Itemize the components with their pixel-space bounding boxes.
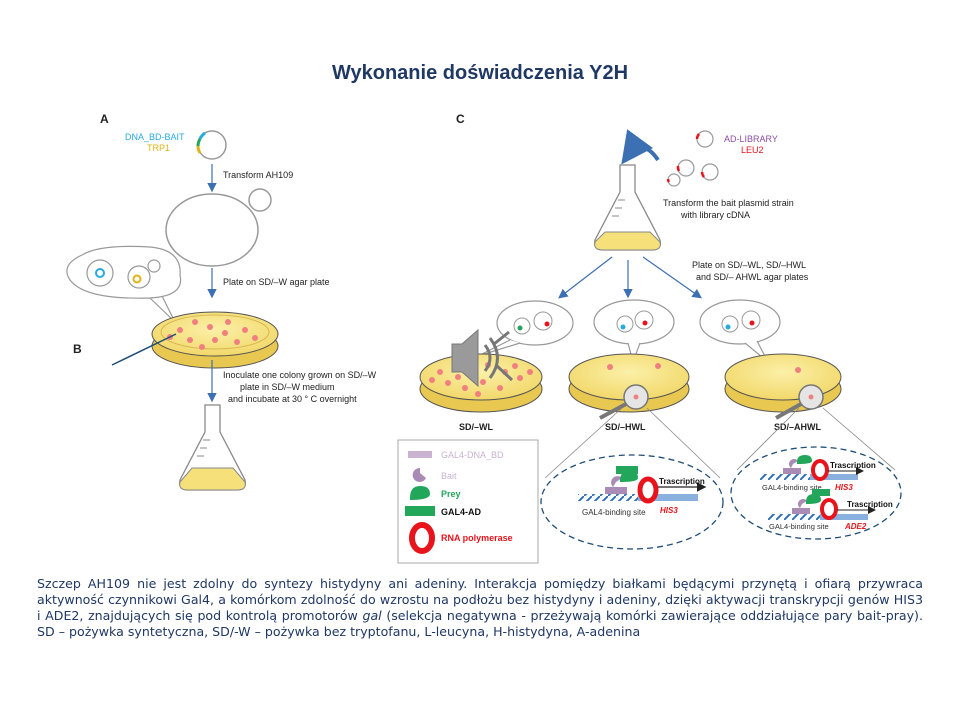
plasmid-bait-marker: TRP1 bbox=[147, 143, 170, 153]
legend-prey: Prey bbox=[441, 489, 461, 499]
step-plate-sd-w: Plate on SD/–W agar plate bbox=[223, 277, 330, 287]
zoom-bubble-a bbox=[66, 245, 182, 323]
step-transform-ah109: Transform AH109 bbox=[223, 170, 293, 180]
legend-gal4-ad: GAL4-AD bbox=[441, 507, 481, 517]
slide-caption: Szczep AH109 nie jest zdolny do syntezy … bbox=[37, 576, 923, 640]
ahwl-binding-site-label-1: GAL4-binding site bbox=[762, 483, 822, 492]
panel-a: A DNA_BD-BAIT TRP1 Transform AH109 Plate… bbox=[66, 112, 377, 491]
colonies-a bbox=[167, 319, 258, 350]
caption-part-1: Szczep AH109 nie jest zdolny do syntezy … bbox=[37, 576, 923, 623]
flask-c-icon bbox=[594, 164, 661, 251]
step-plate-line-2: and SD/– AHWL agar plates bbox=[696, 272, 809, 282]
plasmid-library-marker: LEU2 bbox=[741, 145, 764, 155]
zoom-bubble-wl bbox=[477, 300, 574, 357]
plasmid-library-name: AD-LIBRARY bbox=[724, 134, 778, 144]
ahwl-gene-label-2: ADE2 bbox=[844, 522, 867, 531]
hwl-binding-site-label: GAL4-binding site bbox=[582, 508, 646, 517]
hwl-transcription-label: Trascription bbox=[659, 477, 705, 486]
panel-c-label: C bbox=[456, 112, 465, 126]
curved-arrow-icon bbox=[621, 129, 660, 165]
plasmid-bait-name: DNA_BD-BAIT bbox=[125, 132, 185, 142]
panel-c: C AD-LIBRARY LEU2 bbox=[397, 112, 902, 564]
ahwl-gene-label-1: HIS3 bbox=[835, 483, 853, 492]
zoom-bubble-ahwl bbox=[699, 299, 781, 363]
ahwl-transcription-label-2: Trascription bbox=[847, 500, 893, 509]
caption-part-italic: gal bbox=[362, 608, 382, 623]
hwl-gene-label: HIS3 bbox=[660, 506, 678, 515]
legend-box: GAL4-DNA_BD Bait Prey GAL4-AD RNA polyme… bbox=[397, 439, 539, 564]
ahwl-transcription-label-1: Trascription bbox=[830, 461, 876, 470]
zoom-ahwl-mechanism: Trascription GAL4-binding site HIS3 Tras… bbox=[730, 446, 902, 540]
legend-gal4-dna-bd: GAL4-DNA_BD bbox=[441, 450, 504, 460]
plasmid-bait-icon bbox=[196, 130, 227, 160]
step-inoculate-line-1: Inoculate one colony grown on SD/–W bbox=[223, 370, 377, 380]
panel-b-label: B bbox=[73, 342, 82, 356]
petri-dish-sd-w bbox=[151, 311, 279, 369]
library-plasmids-icon bbox=[666, 130, 719, 187]
legend-bait: Bait bbox=[441, 471, 457, 481]
legend-rna-polymerase: RNA polymerase bbox=[441, 533, 513, 543]
petri-dish-sd-hwl bbox=[568, 353, 690, 420]
flask-a-icon bbox=[179, 404, 246, 491]
caption-part-2: (selekcja negatywna - przeżywają komórki… bbox=[37, 608, 923, 639]
plate-label-sd-wl: SD/–WL bbox=[459, 422, 494, 432]
slide-title: Wykonanie doświadczenia Y2H bbox=[331, 62, 629, 84]
panel-a-label: A bbox=[100, 112, 109, 126]
step-inoculate-line-2: plate in SD/–W medium bbox=[240, 382, 335, 392]
zoom-bubble-hwl bbox=[593, 299, 675, 364]
step-transform-library-line-2: with library cDNA bbox=[680, 210, 750, 220]
ahwl-binding-site-label-2: GAL4-binding site bbox=[769, 522, 829, 531]
step-inoculate-line-3: and incubate at 30 ° C overnight bbox=[228, 394, 357, 404]
yeast-cell-icon bbox=[165, 188, 272, 267]
petri-dish-sd-ahwl bbox=[724, 353, 842, 420]
plate-label-sd-hwl: SD/–HWL bbox=[605, 422, 646, 432]
speaker-icon[interactable] bbox=[451, 328, 514, 388]
step-transform-library-line-1: Transform the bait plasmid strain bbox=[663, 198, 794, 208]
petri-dish-sd-wl bbox=[419, 353, 543, 413]
plate-label-sd-ahwl: SD/–AHWL bbox=[774, 422, 822, 432]
panel-b-pointer bbox=[111, 333, 177, 366]
zoom-hwl-mechanism: Trascription GAL4-binding site HIS3 bbox=[540, 454, 724, 550]
step-plate-line-1: Plate on SD/–WL, SD/–HWL bbox=[692, 260, 806, 270]
